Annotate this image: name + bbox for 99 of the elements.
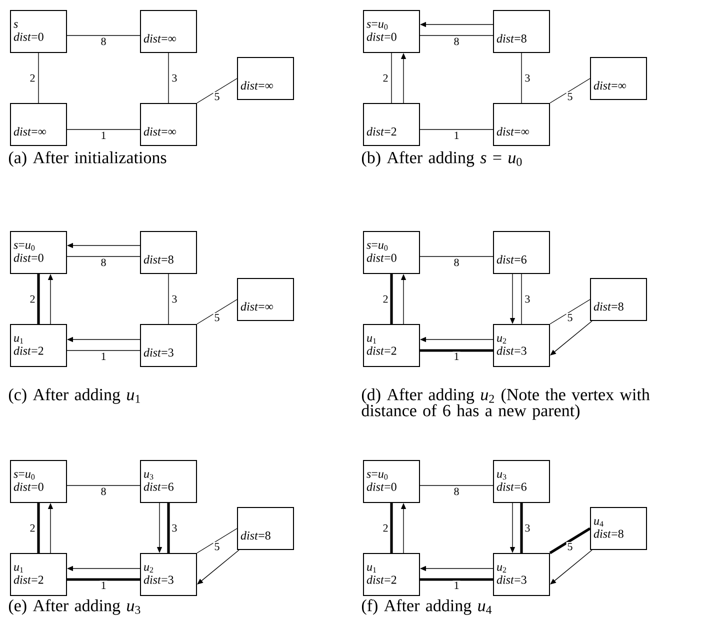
weighted-edge	[196, 299, 238, 324]
vertex-box: s=u$_{0}$ dist=0	[363, 460, 420, 503]
vertex-box: u$_{4}$ dist=8	[590, 507, 647, 550]
vertex-box: u$_{1}$ dist=2	[10, 324, 67, 367]
weighted-edge	[390, 274, 393, 324]
weighted-edge	[66, 35, 140, 36]
parent-arrow	[550, 320, 592, 356]
caption: (c) After adding u$_{1}$	[8, 388, 140, 404]
caption: (f) After adding u$_{4}$	[362, 599, 492, 615]
edge-label: 5	[566, 312, 574, 322]
vertex-box: s dist=0	[10, 10, 67, 53]
vertex-box: dist=8	[493, 10, 550, 53]
weighted-edge	[168, 52, 169, 104]
vertex-box: s=u$_{0}$ dist=0	[10, 231, 67, 274]
vertex-box: u$_{1}$ dist=2	[10, 553, 67, 596]
edge-label: 1	[452, 580, 460, 590]
edge-label: 2	[382, 523, 390, 533]
weighted-edge	[37, 503, 40, 553]
edge-label: 8	[100, 486, 108, 496]
weighted-edge	[196, 528, 238, 554]
edge-label: 2	[28, 523, 36, 533]
caption: (b) After adding s = u$_{0}$	[362, 151, 522, 167]
weighted-edge	[66, 256, 140, 257]
weighted-edge	[66, 485, 140, 486]
vertex-box: dist=8	[590, 278, 647, 321]
edge-label: 2	[28, 294, 36, 304]
edge-label: 8	[452, 36, 460, 46]
weighted-edge	[196, 78, 238, 104]
vertex-box: s=u$_{0}$ dist=0	[363, 231, 420, 274]
edge-label: 2	[28, 73, 36, 83]
edge-label: 8	[452, 258, 460, 268]
parent-arrow	[197, 550, 240, 584]
weighted-edge	[550, 299, 590, 324]
vertex-box: dist=8	[237, 507, 294, 550]
caption: (a) After initializations	[8, 151, 166, 167]
vertex-box: u$_{3}$ dist=6	[493, 460, 550, 503]
vertex-box: dist=∞	[237, 278, 294, 321]
vertex-box: s=u$_{0}$ dist=0	[363, 10, 420, 53]
edge-label: 1	[100, 352, 108, 361]
weighted-edge	[390, 503, 393, 553]
caption: (e) After adding u$_{3}$	[8, 599, 140, 615]
vertex-box: dist=8	[140, 231, 197, 274]
edge-label: 8	[100, 258, 108, 268]
vertex-box: u$_{1}$ dist=2	[363, 324, 420, 367]
weighted-edge	[66, 129, 140, 130]
vertex-box: dist=∞	[140, 10, 197, 53]
vertex-box: dist=2	[363, 103, 420, 146]
weighted-edge	[391, 52, 392, 104]
weighted-edge	[420, 578, 493, 581]
edge-label: 3	[170, 294, 178, 304]
vertex-box: dist=6	[493, 231, 550, 274]
vertex-box: dist=∞	[237, 57, 294, 100]
weighted-edge	[420, 349, 493, 352]
vertex-box: u$_{2}$ dist=3	[493, 324, 550, 367]
weighted-edge	[521, 274, 522, 324]
vertex-box: u$_{3}$ dist=6	[140, 460, 197, 503]
vertex-box: s=u$_{0}$ dist=0	[10, 460, 67, 503]
weighted-edge	[420, 129, 494, 130]
vertex-box: u$_{2}$ dist=3	[493, 553, 550, 596]
edge-label: 3	[524, 523, 532, 533]
edge-label: 5	[213, 542, 221, 552]
vertex-box: u$_{2}$ dist=3	[140, 553, 197, 596]
weighted-edge	[168, 274, 169, 324]
edge-label: 2	[382, 73, 390, 83]
weighted-edge	[549, 527, 591, 554]
vertex-box: dist=∞	[10, 103, 67, 146]
edge-label: 3	[170, 523, 178, 533]
weighted-edge	[38, 52, 39, 104]
edge-label: 1	[452, 352, 460, 361]
edge-label: 5	[213, 312, 221, 322]
edge-label: 1	[100, 580, 108, 590]
edge-label: 5	[566, 542, 574, 552]
weighted-edge	[167, 503, 170, 553]
weighted-edge	[420, 485, 494, 486]
edge-label: 2	[382, 294, 390, 304]
weighted-edge	[420, 35, 494, 36]
edge-label: 3	[524, 73, 532, 83]
edge-label: 1	[452, 130, 460, 140]
caption: (d) After adding u$_{2}$ (Note the vertex with distance of 6 has a new parent)	[362, 388, 650, 420]
weighted-edge	[37, 274, 40, 324]
vertex-box: dist=∞	[493, 103, 550, 146]
edge-label: 5	[213, 92, 221, 102]
parent-arrow	[550, 550, 592, 584]
vertex-box: dist=∞	[590, 57, 647, 100]
vertex-box: dist=∞	[140, 103, 197, 146]
edge-label: 3	[524, 294, 532, 304]
edge-label: 3	[170, 73, 178, 83]
edge-label: 5	[566, 92, 574, 102]
weighted-edge	[550, 78, 590, 104]
weighted-edge	[420, 256, 494, 257]
weighted-edge	[67, 578, 140, 581]
vertex-box: u$_{1}$ dist=2	[363, 553, 420, 596]
weighted-edge	[66, 350, 140, 351]
edge-label: 8	[452, 486, 460, 496]
weighted-edge	[520, 503, 523, 553]
vertex-box: dist=3	[140, 324, 197, 367]
edge-label: 8	[100, 36, 108, 46]
weighted-edge	[521, 52, 522, 104]
edge-label: 1	[100, 130, 108, 140]
